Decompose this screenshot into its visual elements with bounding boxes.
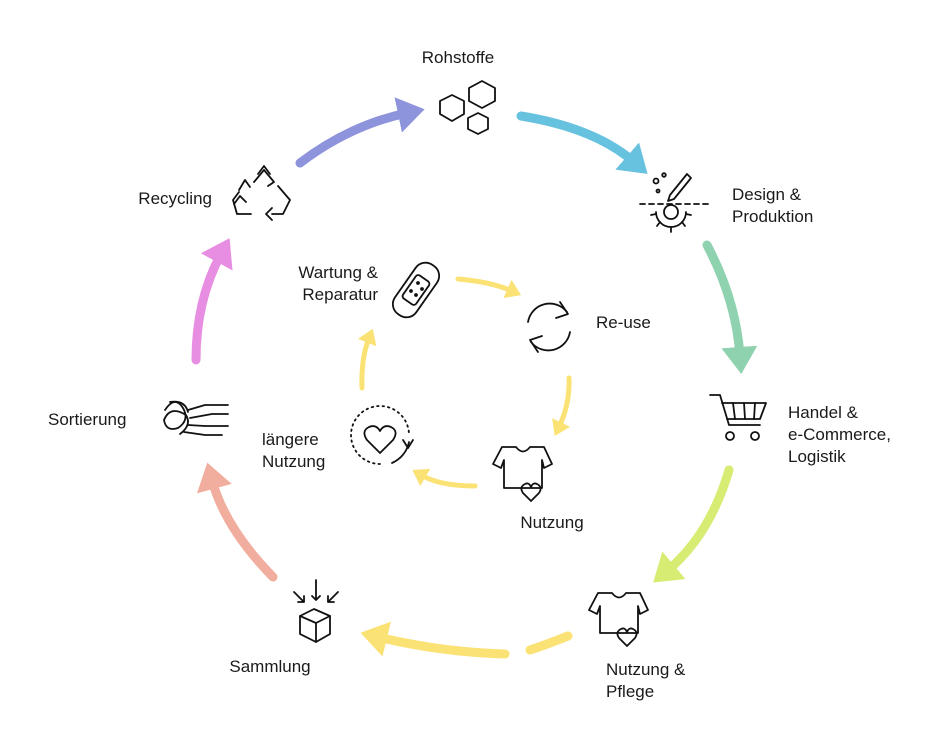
arrow-rohstoffe-to-design — [516, 111, 648, 174]
tshirt-heart-icon-outer — [588, 592, 649, 647]
label-recycling: Recycling — [138, 189, 212, 208]
arrow-sortierung-to-recycling — [191, 238, 233, 365]
label-laengere-nutzung: längere Nutzung — [262, 430, 326, 471]
design-gear-icon — [639, 172, 713, 233]
arrow-nutzung-to-laengere — [412, 468, 478, 489]
tshirt-heart-icon-inner — [492, 446, 553, 502]
heart-circle-icon — [350, 405, 414, 465]
label-design-produktion: Design & Produktion — [732, 185, 814, 226]
arrow-design-to-handel — [702, 240, 758, 374]
arrow-laengere-to-wartung — [357, 328, 377, 391]
label-handel: Handel & e-Commerce, Logistik — [788, 403, 891, 466]
label-reuse: Re-use — [596, 313, 651, 332]
label-wartung-reparatur: Wartung & Reparatur — [298, 263, 378, 304]
arrow-recycling-to-rohstoffe — [295, 97, 425, 168]
textile-sorting-icon — [163, 400, 229, 436]
reuse-arrows-icon — [527, 301, 571, 353]
bandage-icon — [391, 261, 441, 319]
label-sammlung: Sammlung — [229, 657, 311, 676]
label-sortierung: Sortierung — [48, 410, 127, 429]
outer-cycle-arrows — [191, 97, 758, 659]
arrow-nutzung-to-sammlung — [525, 631, 573, 655]
label-nutzung-pflege: Nutzung & Pflege — [606, 660, 686, 701]
inner-cycle-arrows — [357, 276, 572, 489]
label-nutzung: Nutzung — [520, 513, 584, 532]
shopping-cart-icon — [709, 394, 767, 441]
arrow-nutzung-to-sammlung-main — [360, 621, 510, 659]
arrow-handel-to-nutzung — [653, 465, 734, 583]
hexagons-icon — [439, 80, 496, 135]
label-rohstoffe: Rohstoffe — [421, 48, 495, 67]
arrow-reuse-to-nutzung — [552, 375, 572, 437]
box-arrows-icon — [293, 579, 339, 643]
arrow-wartung-to-reuse — [455, 276, 522, 299]
recycling-icon — [232, 165, 291, 221]
arrow-sammlung-to-sortierung — [196, 462, 278, 582]
